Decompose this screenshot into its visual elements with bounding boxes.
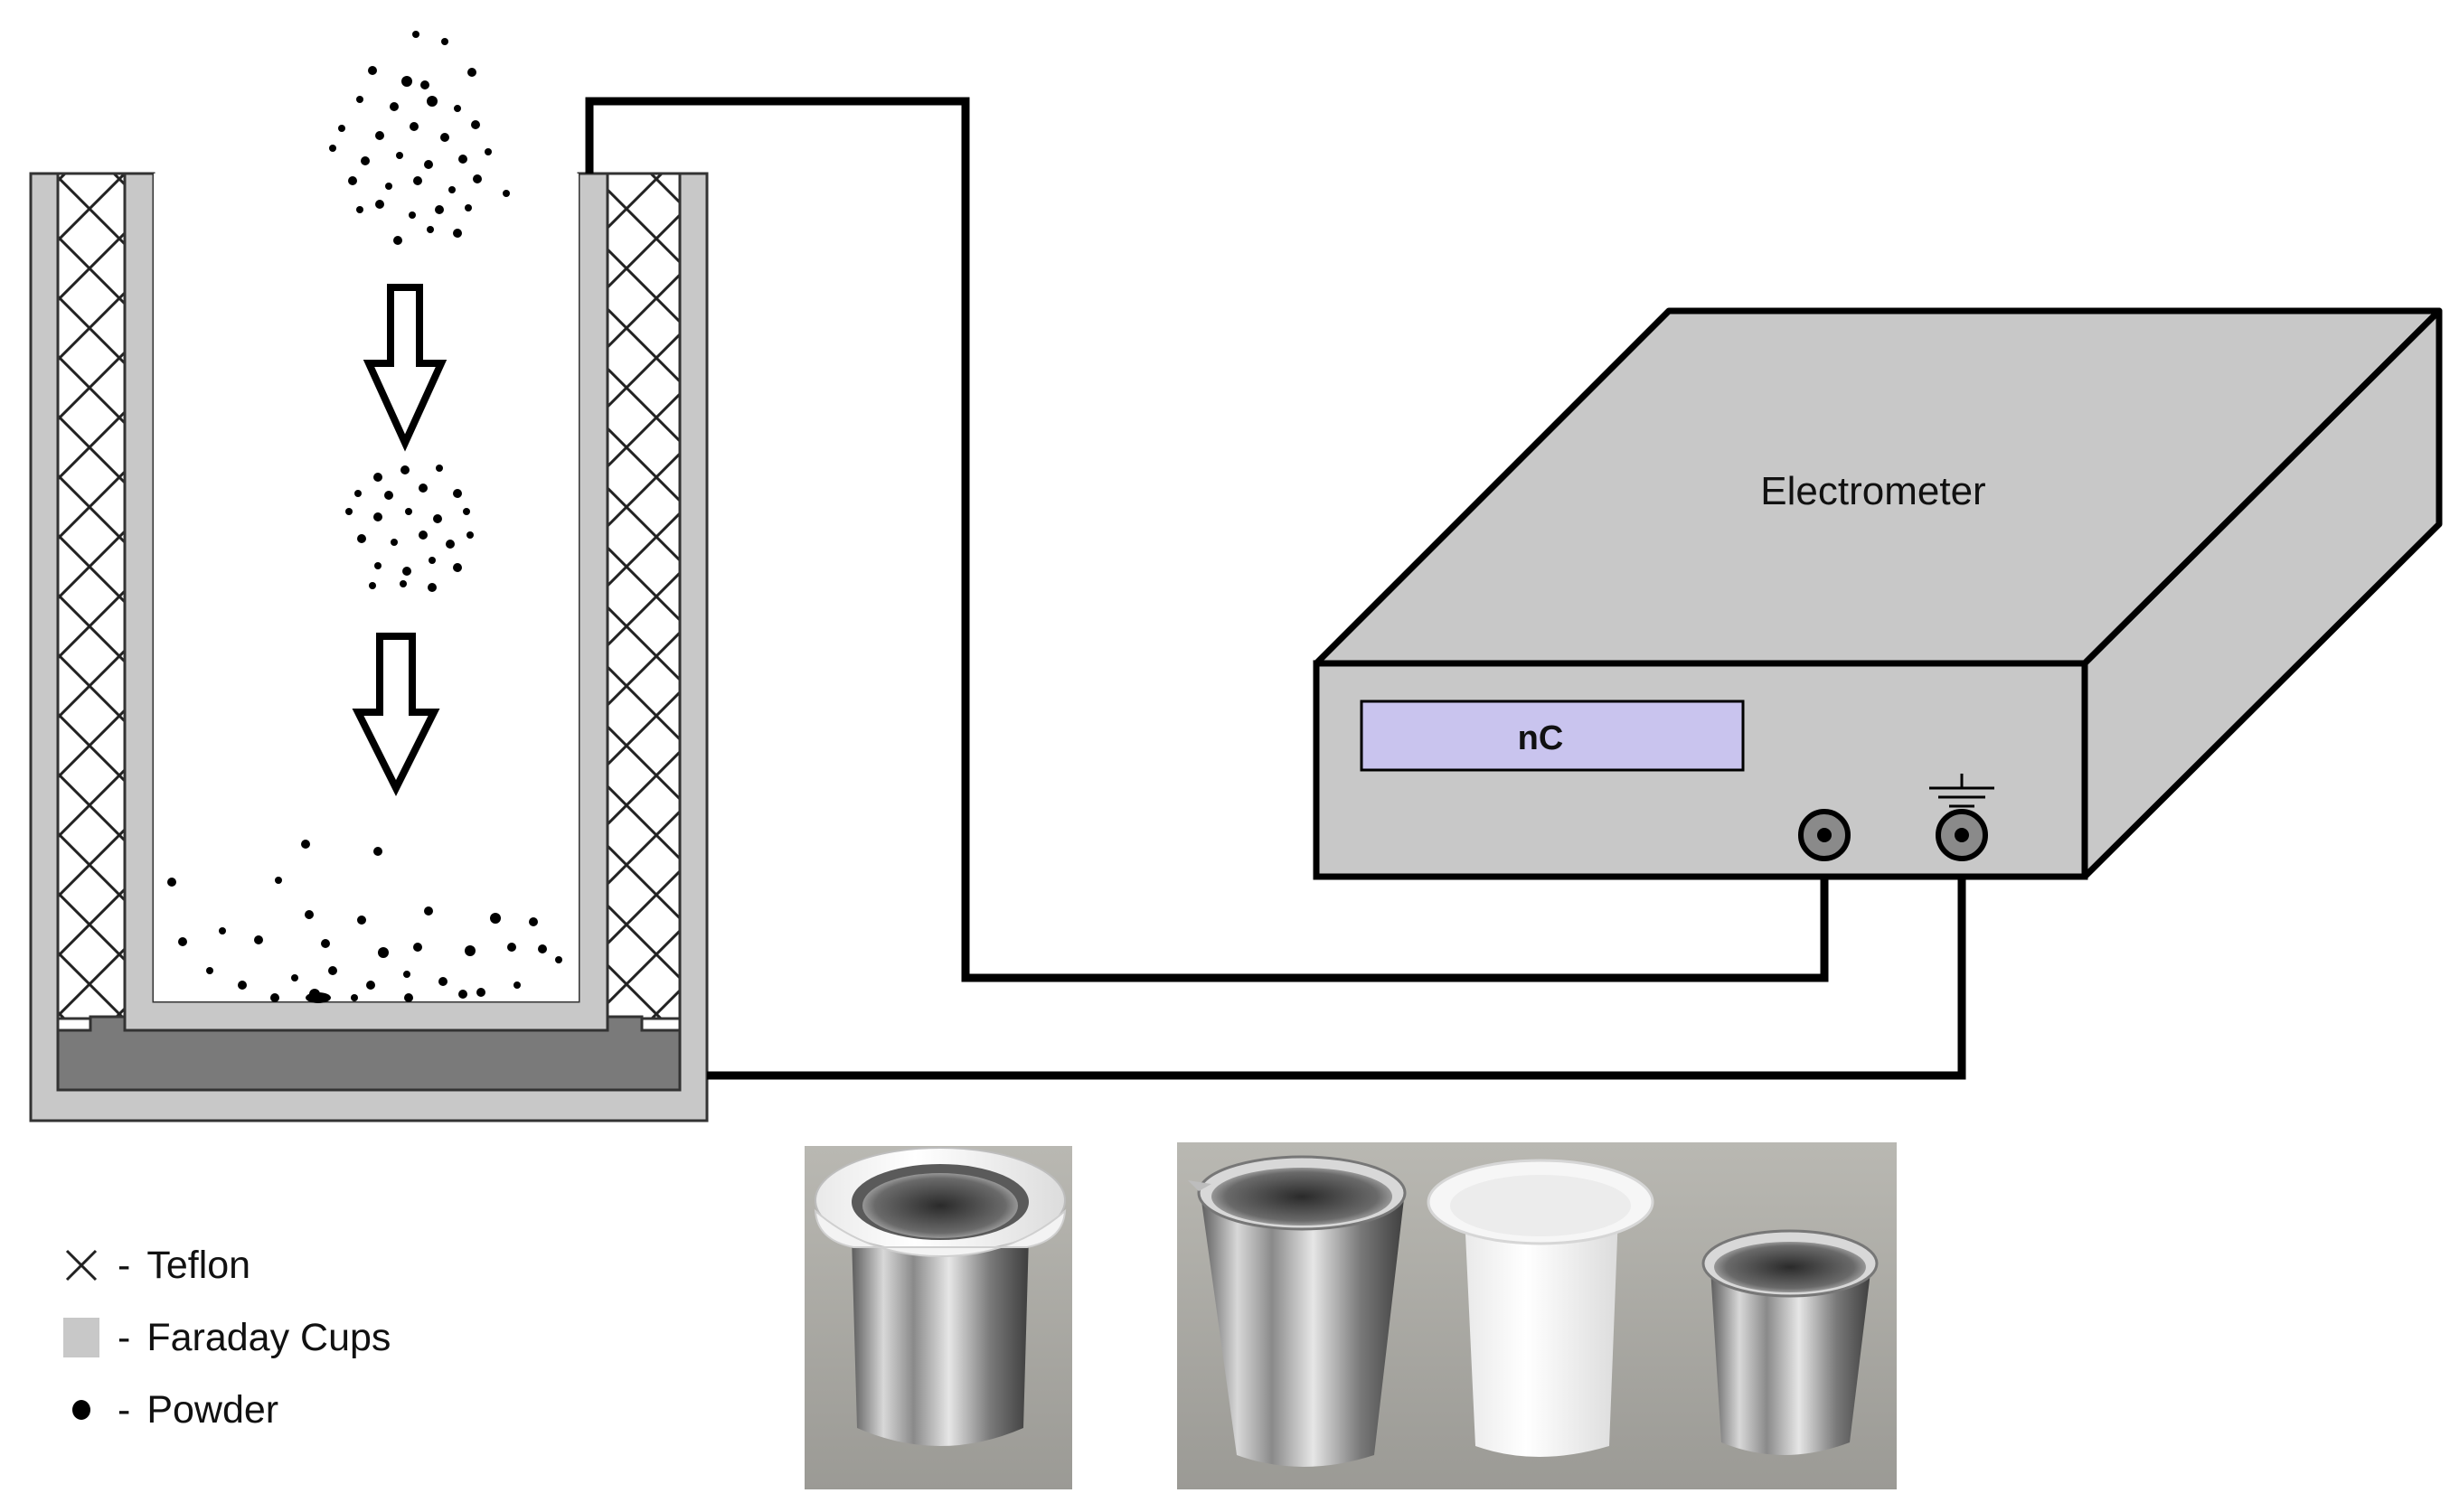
powder-cloud-top [329, 31, 510, 245]
display-unit: nC [1518, 719, 1564, 757]
falling-arrow-upper [363, 284, 448, 452]
legend-label-faraday-cups: Faraday Cups [146, 1315, 391, 1359]
signal-wire [585, 97, 1829, 982]
legend-separator: - [118, 1243, 131, 1287]
large-steel-cup [1201, 1191, 1405, 1467]
powder-dot-icon [61, 1388, 101, 1432]
powder-settled [167, 840, 562, 1003]
powder-cloud-middle [345, 465, 474, 592]
legend-item-powder: - Powder [61, 1374, 694, 1446]
teflon-cup [1465, 1215, 1618, 1457]
faraday-cup-assembly [29, 172, 709, 1122]
electrometer-display [1360, 700, 1745, 772]
legend-label-teflon: Teflon [146, 1243, 251, 1287]
electrometer: Electrometer nC [1313, 307, 2443, 880]
legend-item-teflon: - Teflon [61, 1229, 694, 1301]
teflon-base [56, 1015, 682, 1092]
teflon-cross-icon [61, 1244, 101, 1287]
photo-faraday-cup-components [1177, 1142, 1897, 1489]
legend: - Teflon - Faraday Cups - Powder [61, 1229, 694, 1446]
electrometer-label: Electrometer [1760, 469, 1985, 513]
small-steel-cup [1710, 1265, 1871, 1455]
falling-arrow-lower [352, 633, 440, 796]
faraday-cup-swatch [61, 1316, 101, 1359]
ground-symbol-icon [1929, 774, 1994, 808]
legend-separator: - [118, 1315, 131, 1359]
legend-item-faraday-cups: - Faraday Cups [61, 1301, 694, 1374]
ground-wire [707, 839, 1966, 1080]
legend-label-powder: Powder [146, 1387, 279, 1432]
legend-separator: - [118, 1387, 131, 1432]
photo-assembled-faraday-cup [805, 1146, 1072, 1489]
